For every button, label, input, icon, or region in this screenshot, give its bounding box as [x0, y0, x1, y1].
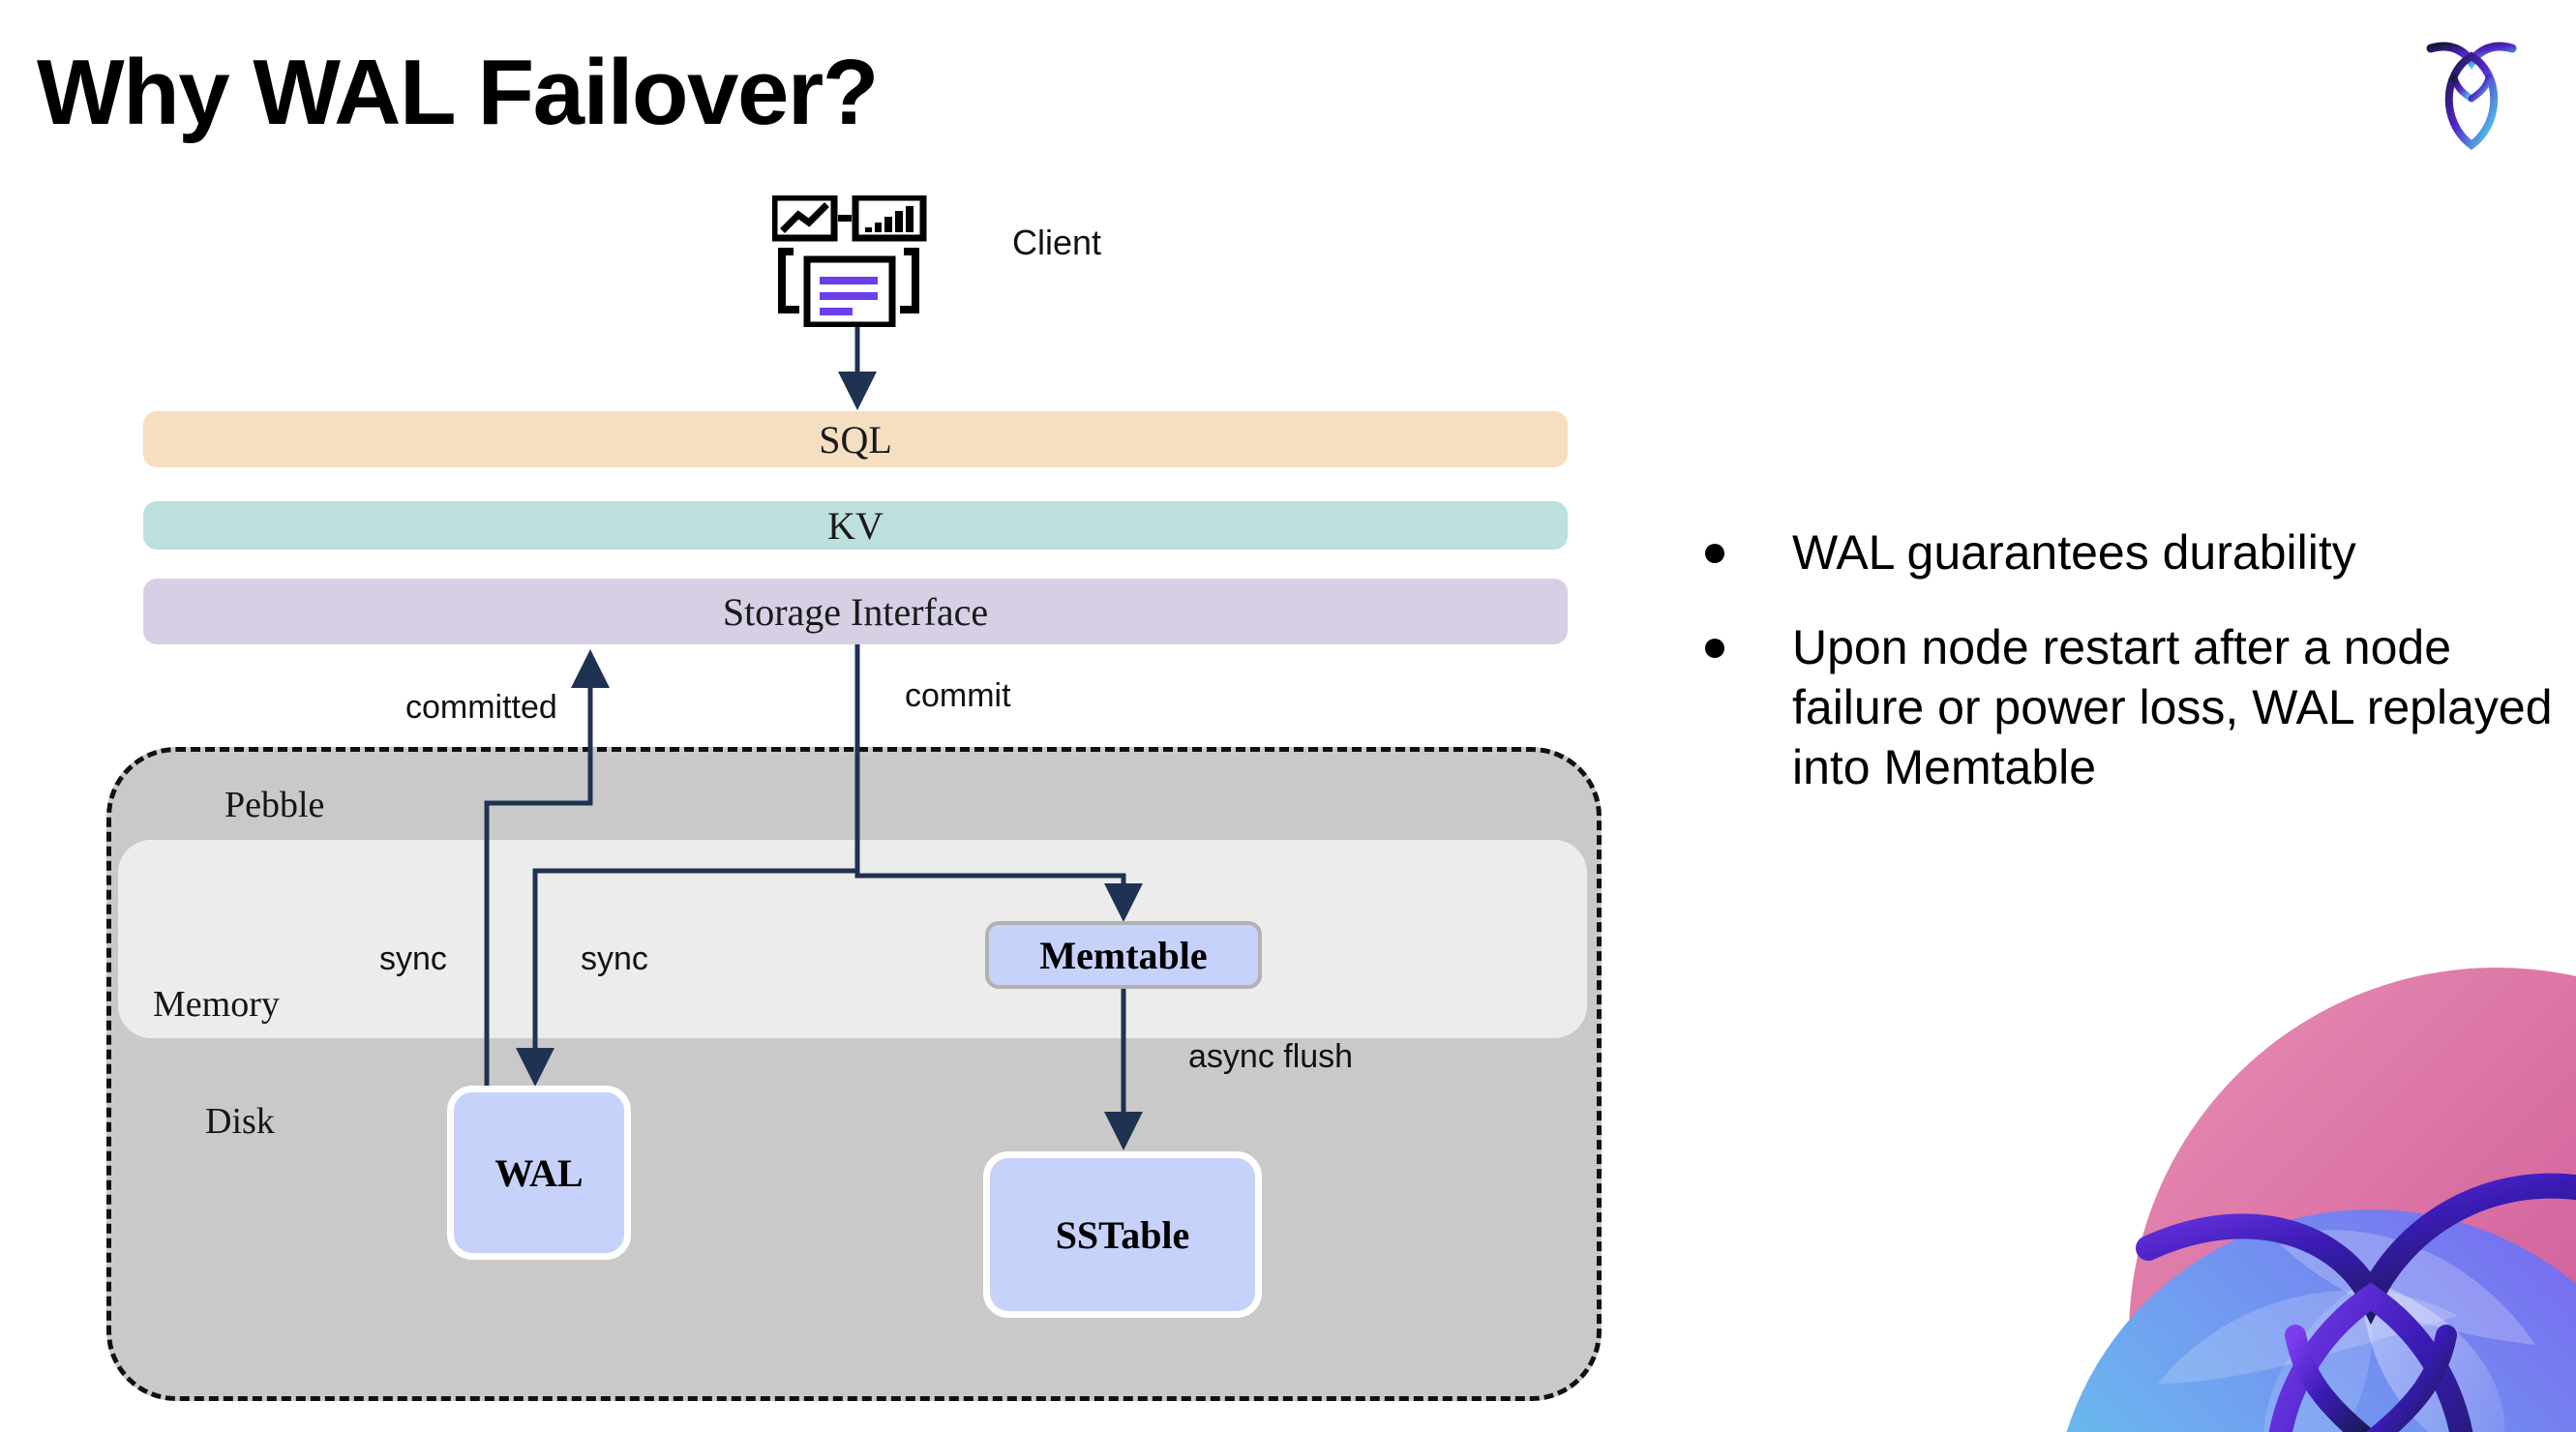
edge-label-sync-wal: sync: [581, 940, 648, 977]
edge-label-commit: commit: [905, 677, 1011, 714]
cockroach-leaf-logo-icon: [2413, 27, 2530, 153]
page-title: Why WAL Failover?: [37, 41, 879, 144]
bullet-dot-icon: [1705, 639, 1724, 658]
node-memtable-label: Memtable: [1039, 933, 1208, 977]
node-wal-label: WAL: [494, 1150, 584, 1195]
bullet-list: WAL guarantees durability Upon node rest…: [1705, 522, 2557, 832]
bullet-text: WAL guarantees durability: [1792, 525, 2356, 580]
node-sstable: SSTable: [983, 1151, 1262, 1318]
memory-region: [118, 840, 1587, 1038]
list-item: WAL guarantees durability: [1705, 522, 2557, 582]
node-sstable-label: SSTable: [1055, 1212, 1190, 1257]
bullet-text: Upon node restart after a node failure o…: [1792, 620, 2553, 794]
layer-bar-kv: KV: [143, 501, 1568, 550]
cockroach-watermark-graphic-icon: [1955, 929, 2576, 1432]
layer-bar-sql: SQL: [143, 411, 1568, 467]
pebble-label: Pebble: [225, 785, 325, 825]
layer-bar-storage-interface: Storage Interface: [143, 579, 1568, 644]
memory-label: Memory: [153, 984, 280, 1025]
client-analytics-icon: [770, 194, 927, 329]
list-item: Upon node restart after a node failure o…: [1705, 617, 2557, 797]
node-memtable: Memtable: [985, 921, 1262, 989]
client-label: Client: [1012, 223, 1102, 262]
layer-bar-storage-interface-label: Storage Interface: [722, 589, 989, 634]
edge-label-committed: committed: [405, 689, 557, 726]
edge-label-sync-ack: sync: [379, 940, 447, 977]
disk-label: Disk: [205, 1101, 275, 1142]
edge-label-async-flush: async flush: [1188, 1038, 1354, 1075]
layer-bar-kv-label: KV: [827, 503, 884, 548]
layer-bar-sql-label: SQL: [819, 417, 892, 462]
bullet-dot-icon: [1705, 544, 1724, 563]
node-wal: WAL: [447, 1086, 631, 1260]
